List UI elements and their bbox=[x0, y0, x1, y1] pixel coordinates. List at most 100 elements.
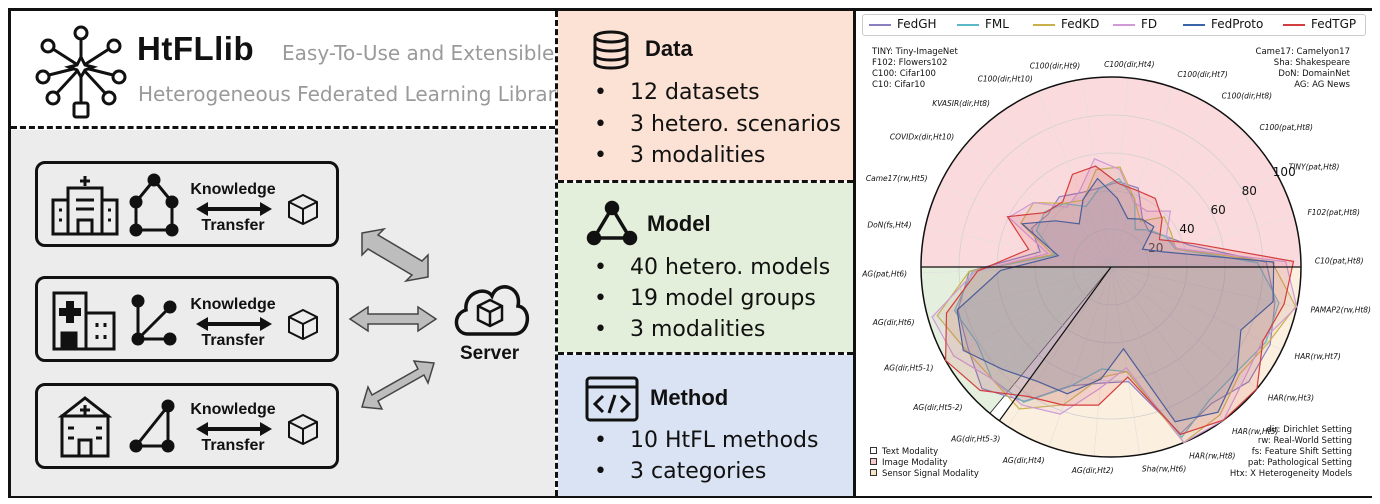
cube-icon bbox=[288, 308, 318, 341]
tagline-line2: Heterogeneous Federated Learning Library bbox=[138, 82, 568, 106]
setting: pat: Pathological Setting bbox=[1247, 458, 1352, 468]
axis-label: C10(pat,Ht8) bbox=[1315, 257, 1364, 266]
abbrev-left: TINY: Tiny-ImageNet F102: Flowers102 C10… bbox=[872, 47, 958, 91]
axis-label: AG(dir,Ht5-1) bbox=[883, 363, 933, 372]
axis-label: KVASIR(dir,Ht8) bbox=[932, 99, 990, 108]
data-panel bbox=[558, 11, 853, 181]
tagline-line1: Easy-To-Use and Extensible bbox=[282, 41, 555, 65]
abbrev: AG: AG News bbox=[1294, 80, 1350, 90]
office-building-icon bbox=[51, 176, 119, 236]
axis-label: Came17(rw,Ht5) bbox=[866, 174, 928, 183]
graph-model-icon bbox=[129, 173, 179, 237]
legend-label: FD bbox=[1141, 17, 1158, 31]
divider bbox=[853, 11, 856, 496]
axis-label: F102(pat,Ht8) bbox=[1307, 208, 1360, 217]
legend-swatch bbox=[957, 24, 979, 26]
series-polygon bbox=[936, 166, 1297, 444]
abbrev: C100: Cifar100 bbox=[872, 69, 936, 79]
axis-label: TINY(pat,Ht8) bbox=[1289, 163, 1340, 172]
grid-spoke bbox=[1110, 266, 1283, 351]
divider bbox=[11, 126, 555, 129]
setting: dir: Dirichlet Setting bbox=[1266, 425, 1352, 435]
abbrev-right: Came17: Camelyon17 Sha: Shakespeare DoN:… bbox=[1250, 47, 1350, 91]
grid-spoke bbox=[1110, 266, 1141, 455]
legend-swatch bbox=[1113, 24, 1135, 26]
data-item: •3 hetero. scenarios bbox=[594, 112, 841, 137]
axis-label: C100(dir,Ht4) bbox=[1104, 60, 1154, 69]
grid-spoke bbox=[1110, 77, 1129, 268]
legend-swatch bbox=[1183, 24, 1205, 26]
setting: Htx: X Heterogeneity Models bbox=[1229, 469, 1352, 479]
client-box-3: Knowledge Transfer bbox=[35, 383, 339, 469]
hospital-icon bbox=[52, 291, 116, 351]
grid-spoke bbox=[964, 145, 1112, 268]
axis-label: HAR(rw,Ht3) bbox=[1268, 394, 1314, 403]
axis-label: C100(dir,Ht8) bbox=[1222, 92, 1272, 101]
grid-spoke bbox=[939, 183, 1112, 268]
axis-label: DoN(fs,Ht4) bbox=[867, 220, 911, 229]
data-item: •3 modalities bbox=[594, 143, 766, 168]
setting: rw: Real-World Setting bbox=[1257, 436, 1352, 446]
abbrev: DoN: DomainNet bbox=[1278, 69, 1350, 79]
radial-tick-label: 80 bbox=[1242, 184, 1257, 198]
method-item: •3 categories bbox=[594, 459, 767, 484]
legend-swatch bbox=[869, 24, 891, 26]
grid-spoke bbox=[998, 113, 1112, 268]
axis-label: AG(dir,Ht4) bbox=[1002, 456, 1045, 465]
series-polygon bbox=[944, 165, 1295, 436]
model-item: •19 model groups bbox=[594, 286, 816, 311]
cube-icon bbox=[288, 413, 318, 446]
divider bbox=[558, 352, 853, 355]
cube-icon bbox=[288, 193, 318, 226]
legend-swatch bbox=[1283, 24, 1305, 26]
grid-spoke bbox=[945, 266, 1112, 361]
settings-legend: dir: Dirichlet Setting rw: Real-World Se… bbox=[1218, 425, 1352, 480]
axis-label: AG(dir,Ht2) bbox=[1071, 466, 1114, 475]
radar-chart: 20406080100C100(dir,Ht4)C100(dir,Ht7)C10… bbox=[861, 60, 1371, 475]
grid-spoke bbox=[1048, 266, 1112, 447]
series-polygon bbox=[931, 158, 1298, 444]
radial-tick-label: 60 bbox=[1210, 203, 1225, 217]
legend-label: FedProto bbox=[1211, 17, 1264, 31]
database-icon bbox=[593, 30, 629, 70]
legend-label: FedGH bbox=[897, 17, 937, 31]
method-title: Method bbox=[650, 385, 729, 410]
abbrev: Came17: Camelyon17 bbox=[1255, 47, 1350, 57]
chart-legend: FedGH FML FedKD FD FedProto FedTGP bbox=[862, 14, 1366, 36]
client-box-1: Knowledge Transfer bbox=[35, 161, 339, 247]
legend-swatch bbox=[1033, 24, 1055, 26]
transfer-label: Transfer bbox=[201, 332, 265, 349]
cloud-server-icon bbox=[454, 285, 529, 336]
tree-model-icon bbox=[131, 294, 177, 346]
server-arrows bbox=[348, 227, 438, 410]
gray-double-arrow-icon bbox=[361, 227, 429, 283]
triangle-model-icon bbox=[129, 399, 175, 453]
library-name: HtFLlib bbox=[137, 30, 255, 67]
axis-label: HAR(rw,Ht8) bbox=[1189, 451, 1235, 460]
grid-spoke bbox=[1110, 266, 1224, 421]
knowledge-label: Knowledge bbox=[190, 181, 276, 198]
abbrev: TINY: Tiny-ImageNet bbox=[872, 47, 958, 57]
header-area bbox=[11, 11, 555, 128]
axis-label: HAR(rw,Ht7) bbox=[1294, 352, 1340, 361]
abbrev: Sha: Shakespeare bbox=[1273, 58, 1350, 68]
axis-label: AG(pat,Ht6) bbox=[861, 269, 907, 278]
knowledge-label: Knowledge bbox=[190, 296, 276, 313]
divider bbox=[558, 180, 853, 183]
modality-legend: Text Modality Image Modality Sensor Sign… bbox=[870, 447, 979, 480]
grid-spoke bbox=[972, 266, 1112, 398]
axis-label: HAR(rw,Ht5) bbox=[1232, 427, 1278, 436]
client-box-2: Knowledge Transfer bbox=[35, 276, 339, 362]
server-label: Server bbox=[460, 343, 520, 364]
grid-spoke bbox=[1093, 266, 1112, 457]
grid-spoke bbox=[1110, 87, 1174, 268]
grid-spoke bbox=[921, 266, 1112, 274]
model-title: Model bbox=[647, 211, 711, 236]
gray-double-arrow-icon bbox=[361, 360, 435, 410]
clinic-icon bbox=[57, 396, 113, 458]
double-arrow-icon bbox=[196, 317, 272, 331]
axis-label: AG(dir,Ht5-3) bbox=[950, 434, 1000, 443]
model-item: •40 hetero. models bbox=[594, 255, 831, 280]
model-item: •3 modalities bbox=[594, 317, 766, 342]
modality-item: Image Modality bbox=[870, 458, 979, 469]
